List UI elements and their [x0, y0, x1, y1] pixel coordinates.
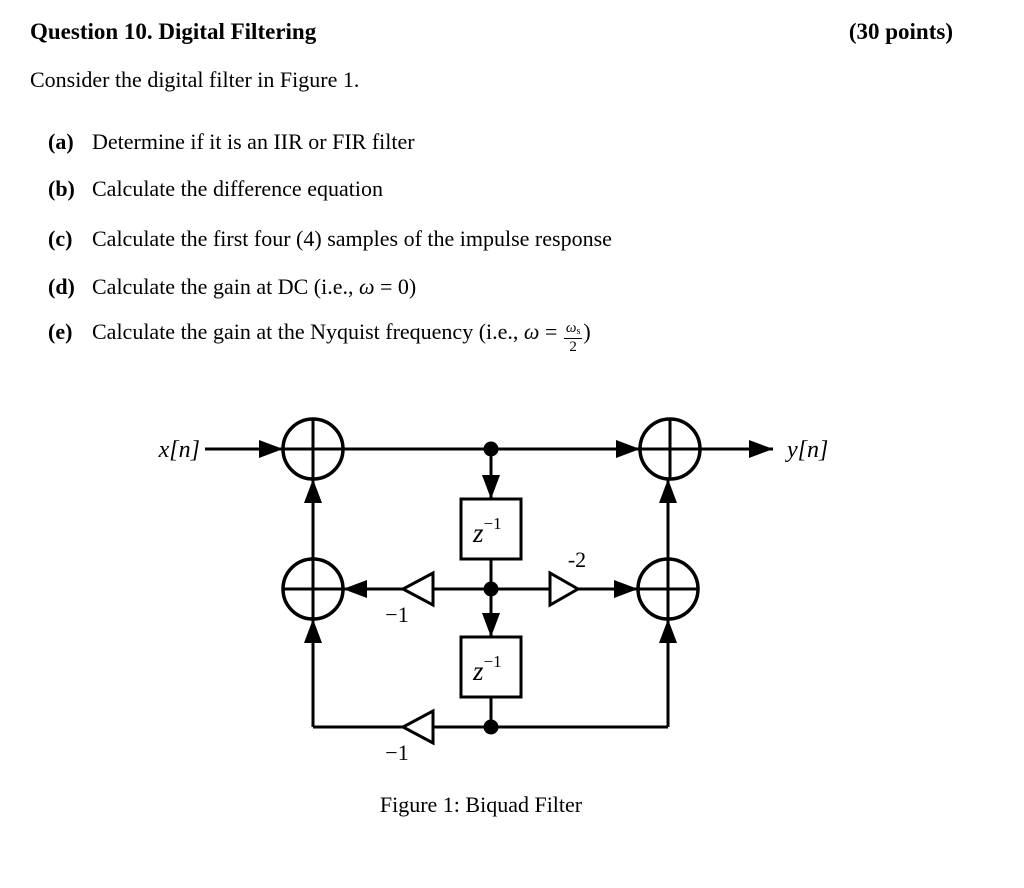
summer-top-right — [638, 417, 702, 481]
list-item-b: (b) Calculate the difference equation — [48, 175, 383, 203]
summer-mid-left — [281, 557, 345, 621]
item-text: Calculate the gain at DC (i.e., ω = 0) — [92, 274, 416, 299]
question-title: Question 10. Digital Filtering — [30, 19, 317, 44]
omega-symbol: ω — [358, 274, 375, 299]
item-text-after: = 0) — [374, 274, 417, 299]
delay-label: z−1 — [472, 652, 502, 686]
z-symbol: z — [472, 518, 484, 548]
equals-sign: = — [539, 319, 563, 344]
exponent: −1 — [484, 514, 502, 533]
list-item-d: (d) Calculate the gain at DC (i.e., ω = 0… — [48, 273, 416, 301]
fraction-denominator: 2 — [569, 339, 577, 355]
list-item-c: (c) Calculate the first four (4) samples … — [48, 225, 612, 253]
gain-value-mid-right: -2 — [568, 547, 586, 572]
intro-text: Consider the digital filter in Figure 1. — [30, 67, 360, 92]
output-signal-label: y[n] — [785, 437, 828, 463]
gain-value-mid-left: −1 — [385, 602, 408, 627]
figure-caption: Figure 1: Biquad Filter — [380, 792, 583, 817]
item-text: Calculate the gain at the Nyquist freque… — [92, 319, 591, 355]
gain-triangle-bottom — [399, 708, 435, 746]
omega-symbol: ω — [565, 319, 577, 336]
item-label: (a) — [48, 129, 74, 154]
item-text-before: Calculate the gain at DC (i.e., — [92, 274, 359, 299]
item-text-before: Calculate the gain at the Nyquist freque… — [92, 319, 524, 344]
delay-block-1: z−1 — [459, 497, 523, 561]
item-label: (b) — [48, 176, 75, 201]
question-header: Question 10. Digital Filtering (30 point… — [30, 19, 953, 44]
delay-block-2: z−1 — [459, 635, 523, 699]
item-label: (c) — [48, 226, 73, 251]
item-text: Calculate the first four (4) samples of … — [92, 226, 612, 251]
fraction-numerator: ωs — [563, 319, 583, 339]
z-symbol: z — [472, 656, 484, 686]
delay-box — [459, 497, 523, 561]
summer-top-left — [281, 417, 345, 481]
gain-triangle-mid-left — [399, 570, 435, 608]
item-label: (d) — [48, 274, 75, 299]
item-text: Calculate the difference equation — [92, 176, 383, 201]
delay-label: z−1 — [472, 514, 502, 548]
gain-triangle-mid-right — [548, 570, 582, 608]
subscript-s: s — [576, 325, 581, 337]
omega-symbol: ω — [523, 319, 540, 344]
list-item-a: (a) Determine if it is an IIR or FIR filt… — [48, 128, 415, 156]
list-item-e: (e) Calculate the gain at the Nyquist fre… — [48, 318, 591, 356]
exponent: −1 — [484, 652, 502, 671]
input-signal-label: x[n] — [158, 437, 200, 463]
points-label: (30 points) — [848, 19, 953, 44]
item-text-after: ) — [583, 319, 591, 344]
item-text: Determine if it is an IIR or FIR filter — [92, 129, 415, 154]
biquad-filter-diagram: x[n] y[n] z−1 — [158, 417, 828, 817]
item-label: (e) — [48, 319, 73, 344]
summer-mid-right — [636, 557, 700, 621]
gain-value-bottom: −1 — [385, 740, 408, 765]
